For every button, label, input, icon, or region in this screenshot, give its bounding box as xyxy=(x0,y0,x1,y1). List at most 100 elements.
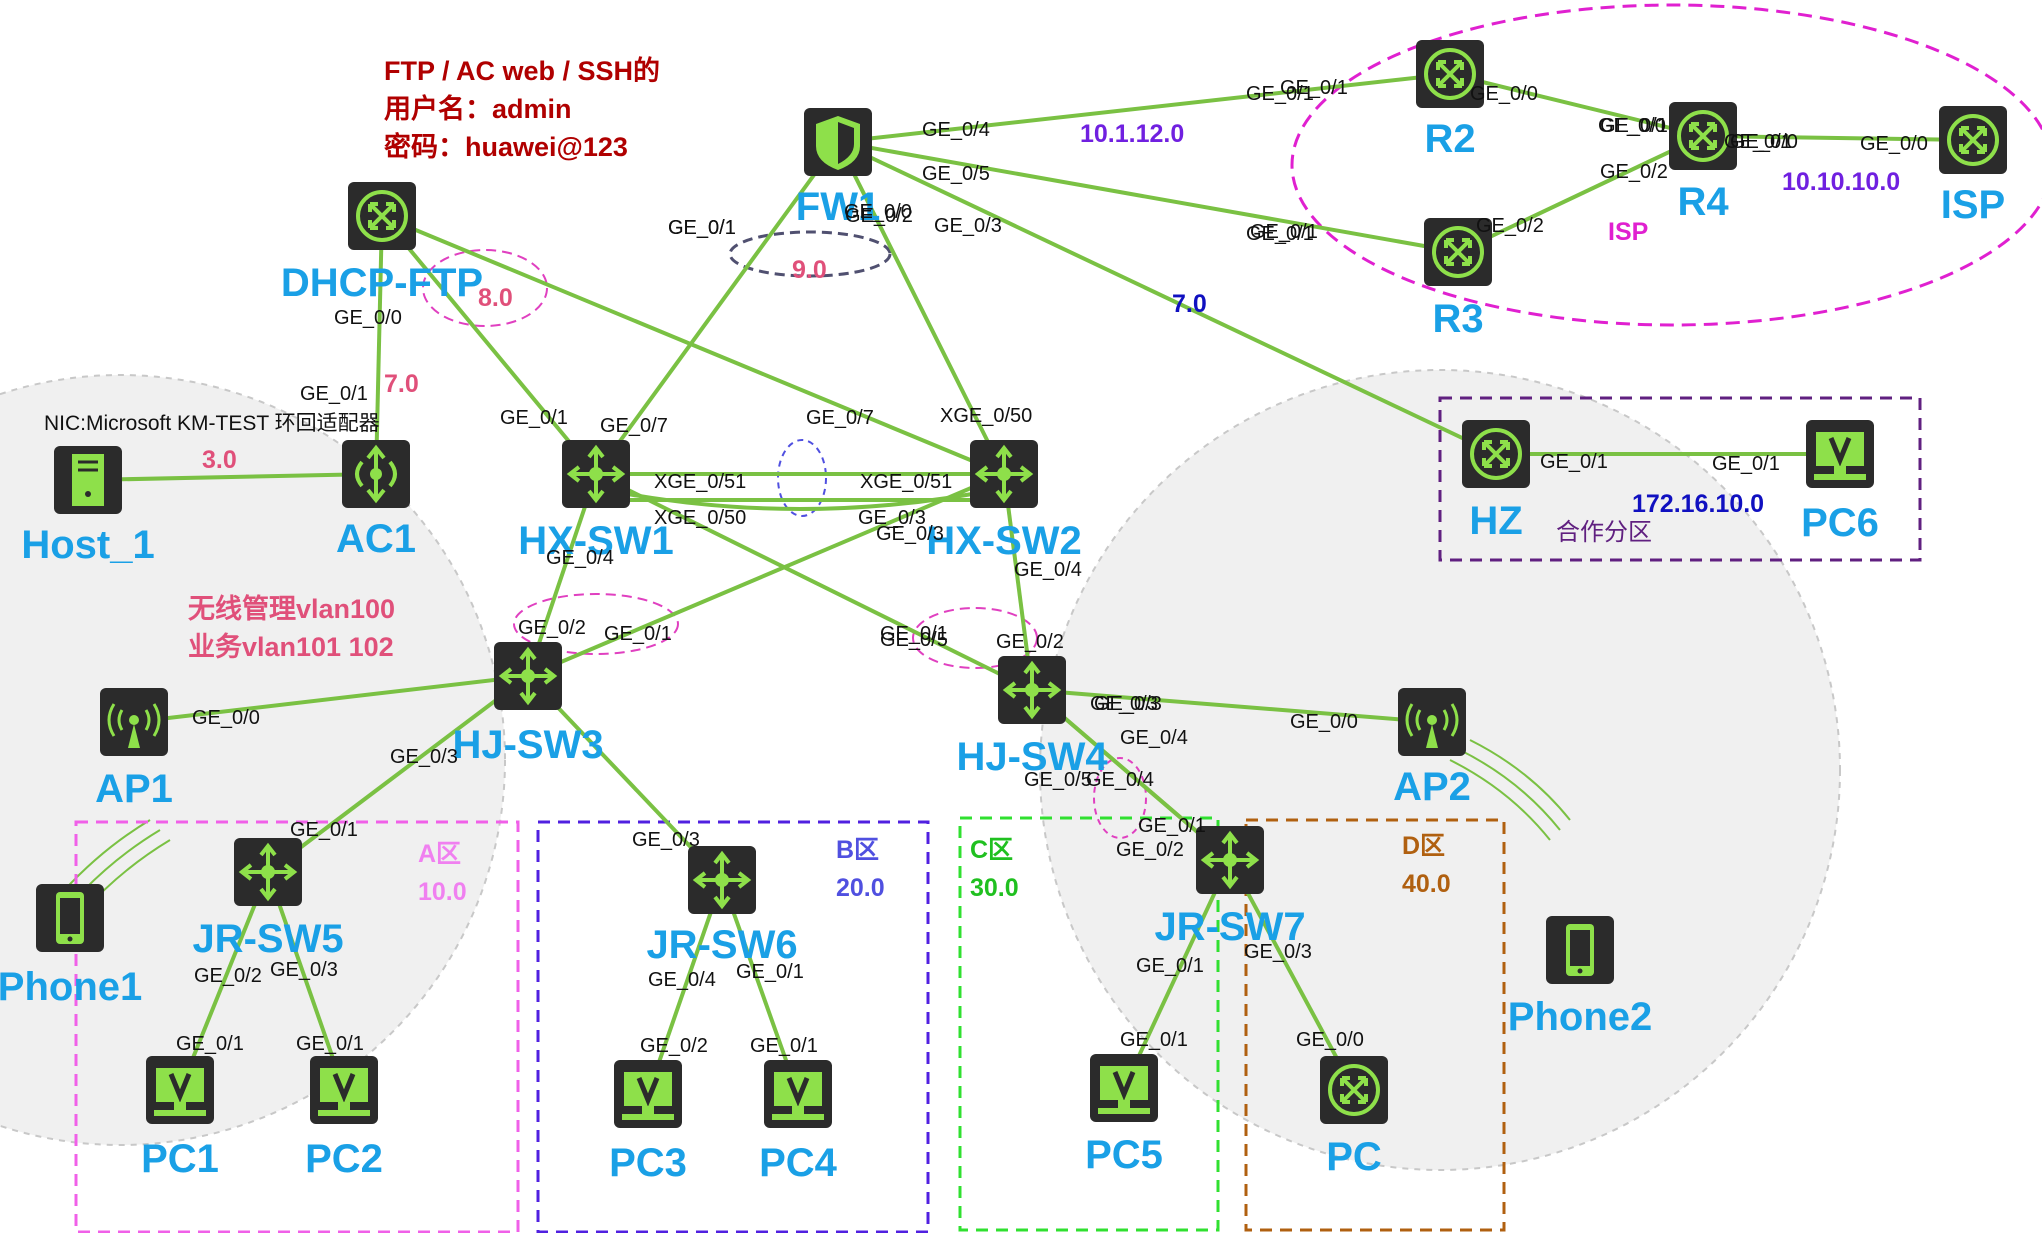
port-label: GE_0/3 xyxy=(390,746,458,768)
pc-pc3[interactable]: PC3 xyxy=(609,1060,687,1185)
server-host1[interactable]: Host_1 xyxy=(21,446,155,567)
pc-pc6[interactable]: PC6 xyxy=(1801,420,1879,545)
port-label: GE_0/2 xyxy=(845,205,913,227)
switch-hxsw2[interactable]: HX-SW2 xyxy=(926,440,1082,563)
device-label-ac1: AC1 xyxy=(336,517,416,561)
switch-hjsw4[interactable]: HJ-SW4 xyxy=(956,656,1108,779)
router-dhcp[interactable]: DHCP-FTP xyxy=(281,182,483,305)
eth-trunk-ellipse-sw7 xyxy=(1093,757,1147,839)
device-label-pc6: PC6 xyxy=(1801,501,1879,545)
device-label-pc3: PC3 xyxy=(609,1141,687,1185)
pc-icon xyxy=(146,1056,214,1124)
port-label: GE_0/3 xyxy=(1090,693,1158,715)
zone-a-box xyxy=(74,820,520,1233)
port-label: GE_0/2 xyxy=(1600,161,1668,183)
switch-jrsw5[interactable]: JR-SW5 xyxy=(192,838,344,961)
port-label: GE_0/5 xyxy=(1024,769,1092,791)
switch-hxsw1[interactable]: HX-SW1 xyxy=(518,440,674,563)
device-label-phone1: Phone1 xyxy=(0,965,142,1009)
router-isp[interactable]: ISP xyxy=(1939,106,2007,227)
port-label: GE_0/4 xyxy=(922,119,990,141)
device-label-pc: PC xyxy=(1326,1135,1382,1179)
switch-icon xyxy=(1196,826,1264,894)
link-dhcp-ac1 xyxy=(374,215,384,475)
link-hjsw3-jrsw5 xyxy=(266,674,530,874)
pc-pc2[interactable]: PC2 xyxy=(305,1056,383,1181)
link-fw1-r2 xyxy=(837,72,1451,144)
router-icon xyxy=(1939,106,2007,174)
pc-pc1[interactable]: PC1 xyxy=(141,1056,219,1181)
port-label: GE_0/1 xyxy=(1712,453,1780,475)
port-label: GE_0/0 xyxy=(192,707,260,729)
device-label-hxsw2: HX-SW2 xyxy=(926,519,1082,563)
link-fw1-r3 xyxy=(837,140,1459,254)
router-hz[interactable]: HZ xyxy=(1462,420,1530,543)
router-r4[interactable]: R4 xyxy=(1669,102,1737,224)
router-icon xyxy=(348,182,416,250)
eth-trunk-ellipse-sw4 xyxy=(912,607,1038,669)
access-point-icon xyxy=(100,688,168,756)
subnet-label: 172.16.10.0 xyxy=(1632,490,1764,518)
access-controller-ac1[interactable]: AC1 xyxy=(336,440,416,561)
switch-icon xyxy=(494,642,562,710)
link-r4-isp xyxy=(1702,134,1974,142)
credentials-note-line3: 密码：huawei@123 xyxy=(384,131,628,162)
access-point-ap2[interactable]: AP2 xyxy=(1393,688,1471,809)
link-dhcp-hxsw1 xyxy=(380,214,598,476)
zone-d-name: D区 xyxy=(1402,832,1445,860)
credentials-note-line2: 用户名：admin xyxy=(384,93,572,124)
port-label: XGE_0/50 xyxy=(654,507,746,529)
subnet-label: 10.10.10.0 xyxy=(1782,168,1900,196)
port-label: XGE_0/51 xyxy=(654,471,746,493)
port-label: GE_0/2 xyxy=(996,631,1064,653)
port-label: GE_0/2 xyxy=(1476,215,1544,237)
port-label: GE_0/1 xyxy=(1136,955,1204,977)
router-icon xyxy=(1669,102,1737,170)
device-label-pc2: PC2 xyxy=(305,1137,383,1181)
link-host1-ac1 xyxy=(87,472,377,482)
phone-phone1[interactable]: Phone1 xyxy=(0,884,142,1009)
switch-icon xyxy=(998,656,1066,724)
router-r2[interactable]: R2 xyxy=(1416,40,1484,161)
router-r3[interactable]: R3 xyxy=(1424,218,1492,341)
switch-icon xyxy=(970,440,1038,508)
eth-trunk-ellipse-sw3 xyxy=(513,593,679,655)
switch-hjsw3[interactable]: HJ-SW3 xyxy=(452,642,604,767)
device-label-dhcp: DHCP-FTP xyxy=(281,261,483,305)
port-label: GE_0/1 xyxy=(668,217,736,239)
pc-pc5[interactable]: PC5 xyxy=(1085,1054,1163,1177)
port-label: GE_0/2 xyxy=(1116,839,1184,861)
link-hjsw3-jrsw6 xyxy=(526,674,724,882)
link-jrsw5-pc1 xyxy=(178,871,270,1091)
zone-b-net: 20.0 xyxy=(836,874,885,902)
zone-a-name: A区 xyxy=(418,840,461,868)
port-label: GE_0/0 xyxy=(1598,115,1666,137)
access-point-icon xyxy=(1398,688,1466,756)
firewall-fw1[interactable]: FW1 xyxy=(796,108,880,229)
wlan-coverage-left xyxy=(0,374,506,1146)
device-label-hjsw4: HJ-SW4 xyxy=(956,735,1108,779)
port-label: GE_0/4 xyxy=(648,969,716,991)
router-pc[interactable]: PC xyxy=(1320,1056,1388,1179)
port-label: GE_0/2 xyxy=(518,617,586,639)
port-label: GE_0/1 xyxy=(500,407,568,429)
link-hxsw2-hjsw4 xyxy=(1002,473,1034,691)
switch-jrsw6[interactable]: JR-SW6 xyxy=(646,846,798,967)
zone-c-net: 30.0 xyxy=(970,874,1019,902)
switch-jrsw7[interactable]: JR-SW7 xyxy=(1154,826,1306,949)
port-label: GE_0/3 xyxy=(632,829,700,851)
isp-ellipse xyxy=(1290,3,2042,327)
zone-d-box xyxy=(1244,818,1506,1232)
port-label: GE_0/7 xyxy=(806,407,874,429)
switch-icon xyxy=(688,846,756,914)
port-label: GE_0/3 xyxy=(270,959,338,981)
port-label: GE_0/0 xyxy=(1860,133,1928,155)
pc-pc4[interactable]: PC4 xyxy=(759,1060,838,1185)
port-label: GE_0/1 xyxy=(668,217,736,239)
phone-phone2[interactable]: Phone2 xyxy=(1508,916,1652,1039)
device-label-hz: HZ xyxy=(1469,499,1522,543)
router-icon xyxy=(1320,1056,1388,1124)
device-label-jrsw5: JR-SW5 xyxy=(192,917,343,961)
access-point-ap1[interactable]: AP1 xyxy=(95,688,173,811)
